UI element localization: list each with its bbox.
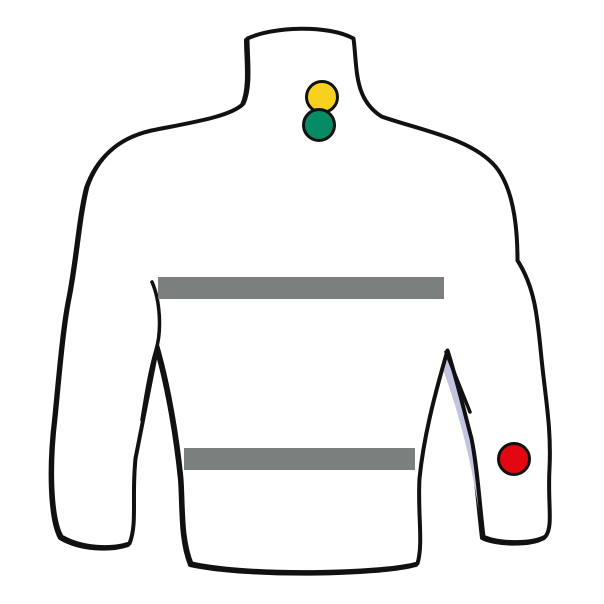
armpit-line-left [140, 280, 162, 422]
upper-band [158, 277, 444, 299]
red-marker [497, 442, 531, 476]
armpit-line-right [444, 350, 472, 414]
lower-band [184, 448, 415, 470]
green-marker [302, 108, 336, 142]
yellow-marker [305, 80, 339, 114]
